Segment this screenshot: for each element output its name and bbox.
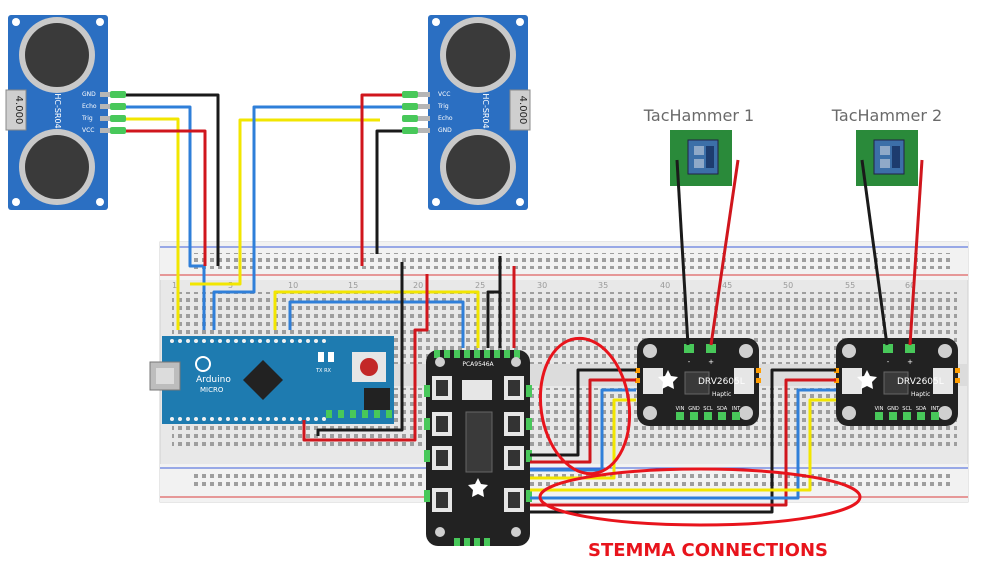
stemma-1-blue — [530, 388, 636, 472]
stemma-1-yellow — [530, 398, 636, 480]
wires — [126, 93, 924, 514]
svg-text:Haptic: Haptic — [911, 391, 930, 398]
svg-text:INT: INT — [732, 406, 741, 412]
svg-text:-: - — [688, 358, 691, 366]
svg-text:25: 25 — [475, 281, 485, 290]
arduino-leds-label: TX RX — [315, 368, 332, 374]
wire-left-trig — [126, 117, 180, 330]
svg-text:10: 10 — [288, 281, 298, 290]
svg-text:1: 1 — [172, 281, 177, 290]
wire-left-echo — [126, 105, 206, 330]
svg-text:60: 60 — [905, 281, 915, 290]
svg-text:SDA: SDA — [916, 406, 927, 412]
svg-text:VIN: VIN — [676, 406, 685, 412]
arduino-model: MICRO — [200, 386, 224, 394]
svg-text:SCL: SCL — [703, 406, 713, 412]
svg-text:SCL: SCL — [902, 406, 912, 412]
svg-text:GND: GND — [887, 406, 899, 412]
svg-text:Haptic: Haptic — [712, 391, 731, 398]
breadboard-column-labels: 1 5 10 15 20 25 30 35 40 45 50 55 60 — [172, 281, 915, 290]
arduino-micro: Arduino MICRO TX RX — [149, 336, 394, 424]
svg-text:INT: INT — [931, 406, 940, 412]
svg-text:GND: GND — [82, 91, 96, 98]
ultrasonic-sensor-left: 4.000 HC-SR04 GND Echo Trig VCC — [5, 15, 126, 210]
wire-th2-pos — [908, 159, 924, 346]
stemma-2-yellow — [530, 398, 836, 492]
drv2605l-board-1: - + DRV2605L Haptic VIN GND SCL SDA INT — [635, 338, 761, 426]
stemma-1-black — [530, 368, 636, 457]
svg-text:45: 45 — [722, 281, 732, 290]
wire-right-gnd — [375, 129, 402, 254]
svg-text:35: 35 — [598, 281, 608, 290]
wire-left-echo-run — [190, 118, 380, 286]
svg-text:Trig: Trig — [81, 115, 93, 122]
svg-text:Trig: Trig — [437, 103, 449, 110]
svg-text:-: - — [887, 358, 890, 366]
stemma-1-red — [530, 378, 636, 464]
wire-th2-neg — [860, 159, 889, 346]
svg-text:GND: GND — [438, 127, 452, 134]
svg-text:SDA: SDA — [717, 406, 728, 412]
tachammer-1-board — [670, 130, 732, 186]
svg-text:GND: GND — [688, 406, 700, 412]
svg-text:40: 40 — [660, 281, 670, 290]
svg-text:+: + — [708, 358, 714, 366]
sensor-right-label: HC-SR04 — [481, 93, 490, 128]
drv-1-label: DRV2605L — [698, 377, 745, 387]
wire-th1-pos — [709, 159, 740, 346]
svg-text:50: 50 — [783, 281, 793, 290]
stemma-2-blue — [530, 388, 836, 500]
wire-mux-blk2 — [486, 290, 500, 348]
wire-gnd-mux — [316, 262, 404, 436]
sensor-right-value: 4.000 — [517, 96, 528, 125]
wire-scl — [288, 300, 465, 348]
tachammer-2-label: TacHammer 2 — [831, 106, 942, 125]
wire-th1-neg — [675, 159, 690, 346]
ultrasonic-sensor-right: 4.000 HC-SR04 VCC Trig Echo GND — [402, 15, 531, 210]
stemma-connections-label: STEMMA CONNECTIONS — [588, 540, 828, 561]
wire-left-blue-run — [212, 105, 402, 330]
svg-text:+: + — [907, 358, 913, 366]
mux-label: PCA9546A — [462, 361, 494, 368]
stemma-highlight-horizontal — [538, 467, 862, 527]
tachammer-1-label: TacHammer 1 — [643, 106, 754, 125]
arduino-brand: Arduino — [196, 375, 231, 385]
svg-text:55: 55 — [845, 281, 855, 290]
drv-2-label: DRV2605L — [897, 377, 944, 387]
wire-vcc-mux — [302, 274, 429, 442]
pca9546a-multiplexer: PCA9546A — [424, 350, 532, 546]
svg-text:VCC: VCC — [438, 91, 450, 98]
svg-text:VCC: VCC — [82, 127, 94, 134]
svg-text:30: 30 — [537, 281, 547, 290]
wire-left-gnd — [126, 93, 220, 266]
tachammer-2-board — [856, 130, 918, 186]
svg-text:Echo: Echo — [82, 103, 97, 110]
stemma-2-red — [530, 378, 836, 507]
sensor-left-label: HC-SR04 — [53, 93, 62, 128]
wire-left-vcc — [126, 129, 207, 266]
stemma-highlight-vertical — [538, 336, 632, 476]
svg-text:15: 15 — [348, 281, 358, 290]
svg-text:Echo: Echo — [438, 115, 453, 122]
svg-text:20: 20 — [413, 281, 423, 290]
wire-right-vcc — [360, 93, 402, 266]
stemma-2-black — [530, 368, 836, 514]
sensor-left-value: 4.000 — [13, 96, 24, 125]
drv2605l-board-2: - + DRV2605L Haptic VIN GND SCL SDA INT — [834, 338, 960, 426]
wire-sda — [273, 290, 480, 348]
svg-text:VIN: VIN — [875, 406, 884, 412]
